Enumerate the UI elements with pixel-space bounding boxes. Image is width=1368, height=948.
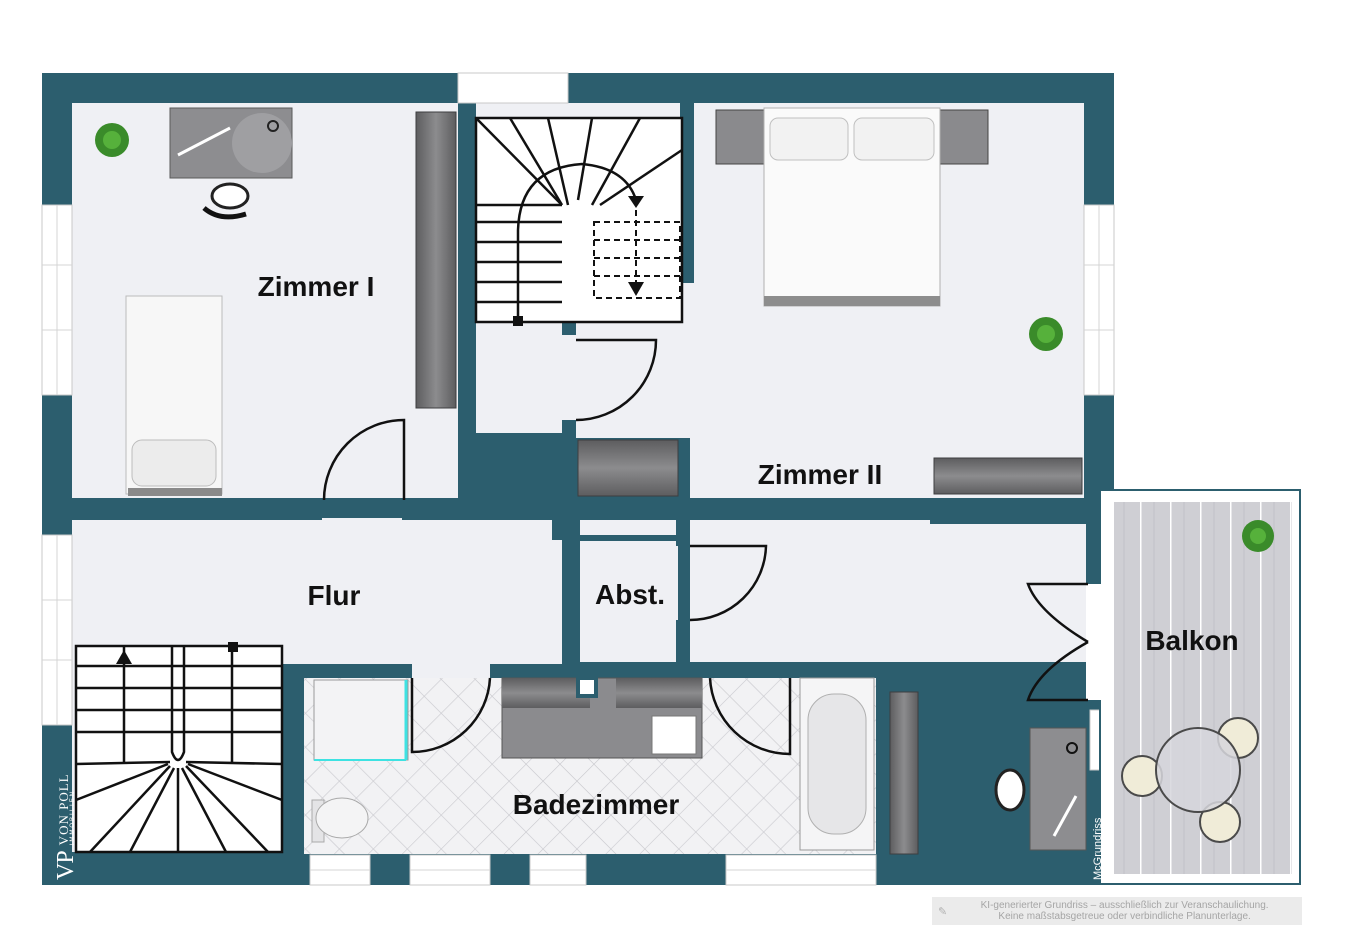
bed-icon — [715, 107, 989, 307]
disclaimer-line1: KI-generierter Grundriss – ausschließlic… — [980, 899, 1269, 911]
wardrobe-icon — [577, 439, 679, 497]
plant-icon — [1029, 317, 1063, 351]
desk-icon — [1029, 727, 1087, 851]
room-label-balkon: Balkon — [1145, 625, 1238, 656]
shaft — [576, 676, 598, 698]
plant-icon — [1242, 520, 1274, 552]
ai-icon: ✎ — [938, 905, 948, 918]
brand-name: VON POLL — [55, 773, 71, 846]
staircase-icon — [474, 116, 684, 324]
credit-label: McGrundriss — [1092, 817, 1104, 880]
disclaimer-text: KI-generierter Grundriss – ausschließlic… — [953, 900, 1296, 923]
bed-icon — [125, 295, 223, 496]
wardrobe-icon — [933, 457, 1083, 495]
room-label-abst: Abst. — [595, 579, 665, 610]
sink-icon — [501, 677, 703, 759]
brand-mark: VP — [52, 851, 79, 880]
office-chair-icon — [202, 182, 250, 220]
table-icon — [1121, 717, 1259, 843]
toilet-icon — [311, 797, 369, 843]
staircase-dashed — [593, 210, 681, 299]
door-icon — [322, 338, 1089, 756]
plant-icon — [95, 123, 129, 157]
desk-icon — [169, 107, 293, 179]
brand-text: VON POLL IMMOBILIEN — [55, 773, 76, 846]
wardrobe-icon — [889, 691, 919, 855]
brand-sub: IMMOBILIEN — [69, 789, 76, 846]
room-label-zimmer1: Zimmer I — [258, 271, 375, 302]
room-label-zimmer2: Zimmer II — [758, 459, 882, 490]
shower-icon — [313, 679, 409, 761]
office-chair-icon — [994, 768, 1026, 812]
bathtub-icon — [799, 677, 875, 851]
inner-walls — [72, 103, 1114, 885]
brand-logo: VP VON POLL IMMOBILIEN — [44, 740, 88, 880]
disclaimer-line2: Keine maßstabsgetreue oder verbindliche … — [998, 911, 1251, 922]
room-label-bad: Badezimmer — [513, 789, 680, 820]
room-label-flur: Flur — [308, 580, 361, 611]
wardrobe-icon — [415, 111, 457, 409]
disclaimer-box: ✎ KI-generierter Grundriss – ausschließl… — [932, 897, 1302, 925]
